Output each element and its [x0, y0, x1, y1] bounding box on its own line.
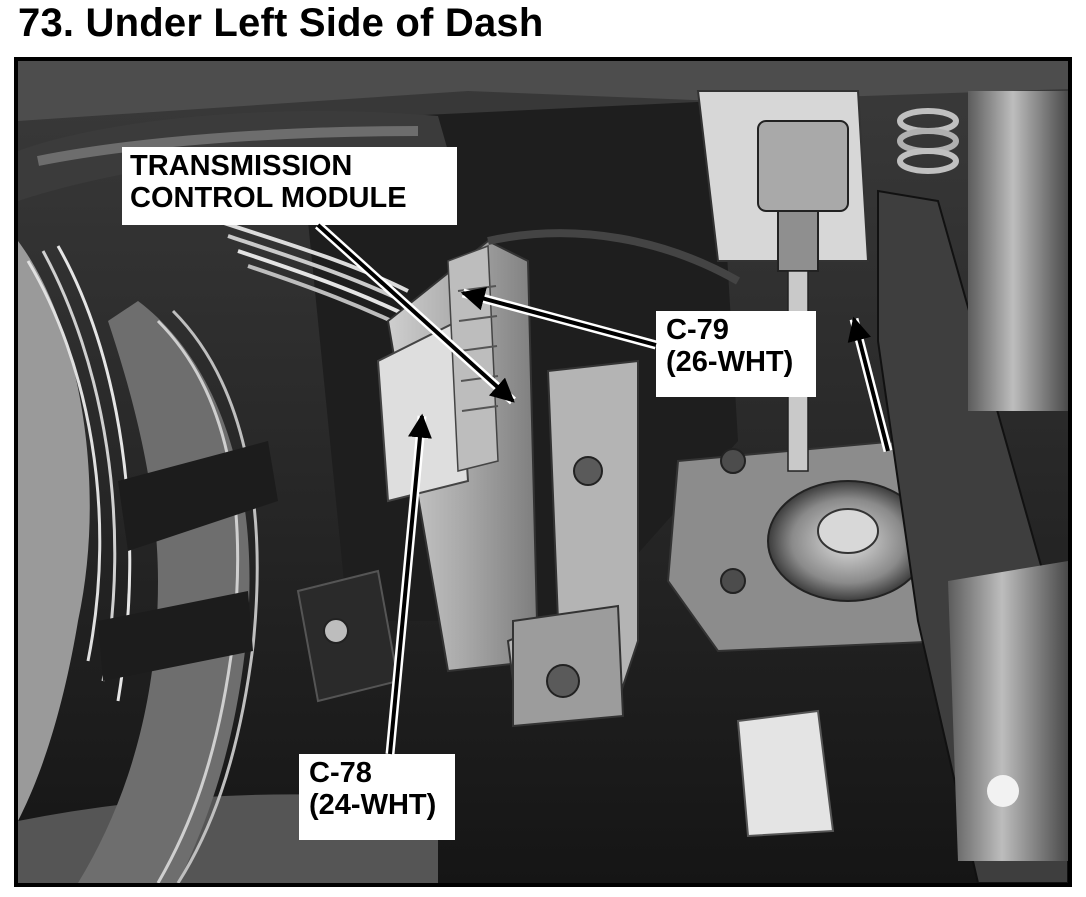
pedal-plate	[666, 439, 950, 653]
callout-c78: C-78 (24-WHT)	[299, 754, 455, 840]
callout-tcm: TRANSMISSION CONTROL MODULE	[122, 147, 457, 225]
callout-c78-line1: C-78	[309, 757, 372, 789]
carpet-top	[18, 61, 1068, 121]
page-title: 73. Under Left Side of Dash	[18, 1, 544, 45]
callout-c79-line1: C-79	[666, 314, 729, 346]
return-spring	[897, 108, 959, 174]
callout-tcm-line2: CONTROL MODULE	[130, 182, 407, 214]
callout-c79-line2: (26-WHT)	[666, 346, 794, 378]
callout-tcm-line1: TRANSMISSION	[130, 150, 353, 182]
callout-c78-line2: (24-WHT)	[309, 789, 437, 821]
cable	[487, 229, 740, 285]
callout-c79: C-79 (26-WHT)	[656, 311, 816, 397]
mounting-bracket	[506, 359, 639, 728]
dash-photo: TRANSMISSION CONTROL MODULE C-79 (26-WHT…	[14, 57, 1072, 887]
floor-tag	[736, 709, 835, 838]
steering-column	[948, 91, 1068, 861]
floor-stud	[323, 618, 349, 644]
